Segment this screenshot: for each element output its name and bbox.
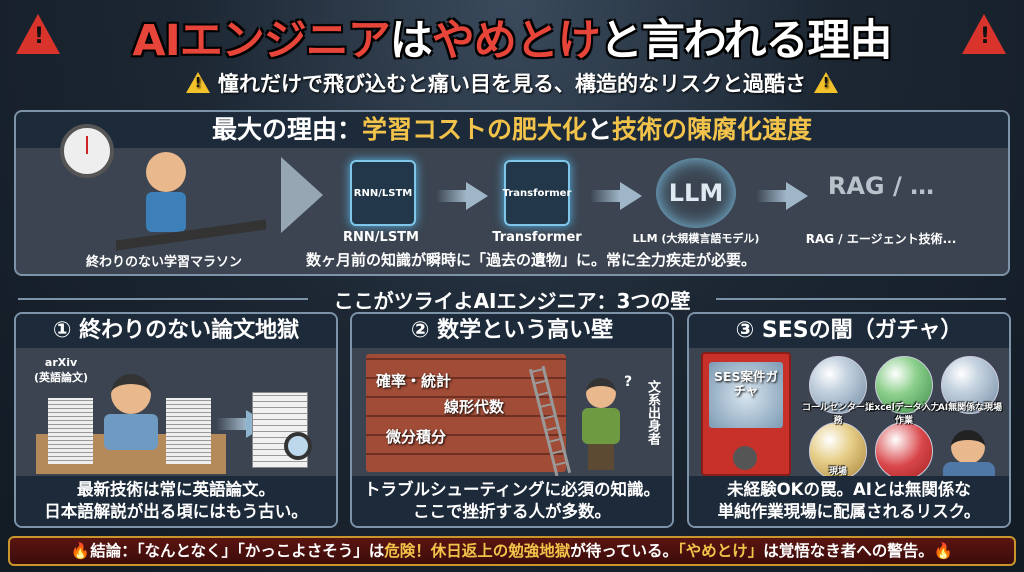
arrow-icon: [756, 182, 808, 210]
card-caption: 未経験OKの罠。AIとは無関係な単純作業現場に配属されるリスク。: [689, 476, 1009, 526]
card-title: ② 数学という高い壁: [352, 314, 672, 348]
person-body: [104, 414, 158, 450]
main-reason-panel: 最大の理由：学習コストの肥大化と技術の陳腐化速度 RNN/LSTM Transf…: [14, 110, 1010, 276]
fire-icon: 🔥: [70, 542, 91, 560]
capsule-callcenter: [809, 356, 867, 414]
capsule-label: AI無関係な現場: [937, 403, 1003, 413]
wall-label: 線形代数: [444, 398, 505, 416]
machine-label: SES案件ガチャ: [713, 369, 779, 398]
stage-label: LLM (大規模言語モデル): [632, 232, 760, 245]
magnifier-icon: [284, 432, 312, 460]
card-math-wall: ② 数学という高い壁 確率・統計 線形代数 微分積分 ? 文系出身者 トラブルシ…: [350, 312, 674, 528]
arrow-icon: [281, 157, 323, 233]
runner-caption: 終わりのない学習マラソン: [86, 255, 243, 270]
capsule-label: コールセンター業務: [801, 403, 874, 426]
divider: [18, 298, 308, 300]
page-title: AIエンジニアはやめとけと言われる理由: [132, 16, 892, 66]
arrow-icon: [436, 182, 488, 210]
card-title: ① 終わりのない論文地獄: [16, 314, 336, 348]
paper-stack: [48, 398, 93, 464]
conclusion-banner: 🔥結論：「なんとなく」「かっこよさそう」は危険！休日返上の勉強地獄が待っている。…: [8, 536, 1016, 566]
subtitle: !憧れだけで飛び込むと痛い目を見る、構造的なリスクと過酷さ!: [0, 68, 1024, 98]
warning-icon: !: [962, 14, 1006, 54]
capsule-label: 現場: [828, 467, 847, 477]
person-body: [582, 408, 620, 444]
card-caption: 最新技術は常に英語論文。日本語解説が出る頃にはもう古い。: [16, 476, 336, 526]
arrow-icon: [590, 182, 642, 210]
warning-icon: !: [16, 14, 60, 54]
person-legs: [588, 444, 614, 470]
card-title: ③ SESの闇（ガチャ）: [689, 314, 1009, 348]
capsule-empty: [875, 422, 933, 480]
card-ses-gacha: ③ SESの闇（ガチャ） SES案件ガチャ コールセンター業務 Excelデータ…: [687, 312, 1011, 528]
card-caption: トラブルシューティングに必須の知識。ここで挫折する人が多数。: [352, 476, 672, 526]
treadmill: [116, 219, 266, 251]
person-body: [943, 462, 995, 480]
stage-label: RNN/LSTM: [343, 230, 419, 245]
stopwatch-icon: [60, 124, 114, 178]
section-title: ここがツライよAIエンジニア：3つの壁: [333, 289, 691, 313]
divider: [716, 298, 1006, 300]
gacha-machine-icon: SES案件ガチャ: [701, 352, 791, 476]
warning-icon: !: [186, 72, 210, 93]
arxiv-label: arXiv(英語論文): [34, 356, 89, 384]
card-paper-hell: ① 終わりのない論文地獄 arXiv(英語論文) 最新技術は常に英語論文。日本語…: [14, 312, 338, 528]
capsule-ai-unrelated: [941, 356, 999, 414]
main-reason-caption: 数ヶ月前の知識が瞬時に「過去の遺物」に。常に全力疾走が必要。: [306, 251, 757, 269]
rnn-chip-icon: RNN/LSTM: [350, 160, 416, 226]
stressed-person: [111, 374, 151, 414]
transformer-chip-icon: Transformer: [503, 160, 571, 226]
runner-body: [146, 192, 186, 232]
capsule-label: Excelデータ入力作業: [868, 403, 940, 426]
fire-icon: 🔥: [933, 542, 954, 560]
wall-label: 微分積分: [386, 428, 447, 446]
paper-stack: [166, 398, 211, 464]
main-reason-title: 最大の理由：学習コストの肥大化と技術の陳腐化速度: [16, 112, 1008, 148]
sad-person: [951, 430, 985, 464]
llm-icon: LLM: [656, 158, 736, 228]
runner-illustration: [146, 152, 186, 192]
person-label: 文系出身者: [645, 380, 660, 445]
question-icon: ?: [624, 374, 633, 390]
wall-label: 確率・統計: [376, 372, 452, 390]
warning-icon: !: [814, 72, 838, 93]
stage-label: RAG / エージェント技術...: [805, 232, 957, 246]
rag-icon: RAG / …: [827, 172, 935, 200]
confused-person: [586, 378, 616, 408]
capsule-excel: [875, 356, 933, 414]
stage-label: Transformer: [492, 230, 582, 245]
